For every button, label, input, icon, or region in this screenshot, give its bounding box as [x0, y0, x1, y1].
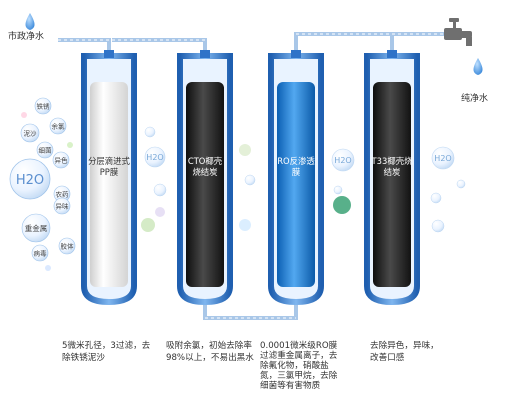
cartridge-2-carbon — [177, 50, 233, 306]
h2o-bubble-1: H2O — [146, 153, 163, 162]
bubble-chlorine-label: 余氯 — [52, 122, 66, 131]
bubble-odor — [53, 197, 71, 215]
stage-2-label: CTO椰壳烧结炭 — [187, 156, 223, 177]
stage-1-description: 5微米孔径，3过滤，去除铁锈泥沙 — [62, 341, 151, 363]
pipe-3-4 — [294, 32, 394, 52]
bubble-heavy-metal-label: 重金属 — [25, 223, 48, 233]
bubble-odor-label: 异味 — [56, 202, 70, 211]
inlet-pipe — [58, 38, 111, 52]
bubble-color — [52, 151, 70, 169]
stage-3-description: 0.0001微米级RO膜过滤重金属离子，去除氟化物，硝酸盐氮，三氯甲烷，去除细菌… — [260, 341, 338, 391]
bubble-sand — [20, 123, 40, 143]
source-drop-icon — [25, 13, 35, 30]
bubble-colloid — [58, 237, 76, 255]
h2o-bubble-2: H2O — [334, 156, 351, 165]
bubble-bacteria — [36, 141, 54, 159]
stage-4-label: T33椰壳烧结炭 — [371, 156, 413, 177]
source-label: 市政净水 — [8, 32, 45, 42]
cartridge-1-pp — [81, 50, 137, 306]
bubble-bacteria-label: 细菌 — [39, 146, 53, 155]
bubble-pesticide-label: 农药 — [56, 190, 70, 199]
bubble-chlorine — [49, 117, 67, 135]
stage-3-label: RO反渗透膜 — [277, 156, 315, 177]
bubble-color-label: 异色 — [55, 156, 69, 165]
pipe-2-3 — [203, 298, 298, 320]
pipe-1-2 — [112, 38, 207, 52]
bubble-h2o-large-label: H2O — [16, 173, 44, 188]
h2o-bubble-3: H2O — [434, 154, 451, 163]
faucet-icon — [444, 18, 472, 46]
output-label: 纯净水 — [461, 94, 489, 104]
bubble-rust — [34, 97, 52, 115]
output-drop-icon — [473, 58, 483, 75]
cartridge-4-t33 — [364, 50, 420, 306]
bubble-rust-label: 铁锈 — [37, 102, 51, 111]
stage-2-description: 吸附余氯，初始去除率98%以上，不易出黑水 — [166, 341, 254, 363]
stage-4-description: 去除异色，异味，改善口感 — [370, 341, 439, 363]
bubble-virus-label: 病毒 — [34, 249, 48, 258]
bubble-h2o-large — [9, 158, 51, 200]
contaminant-bubbles: 铁锈 泥沙 余氯 细菌 异色 农药 异味 H2O 重金属 病毒 胶体 — [9, 97, 76, 271]
h2o-bubbles: H2O H2O H2O — [141, 126, 466, 233]
bubble-sand-label: 泥沙 — [24, 130, 38, 138]
bubble-heavy-metal — [21, 213, 51, 243]
bubble-virus — [31, 244, 49, 262]
stage-1-label: 分层滴进式PP膜 — [88, 156, 130, 177]
bubble-colloid-label: 胶体 — [61, 242, 75, 251]
cartridge-3-ro — [268, 50, 324, 306]
